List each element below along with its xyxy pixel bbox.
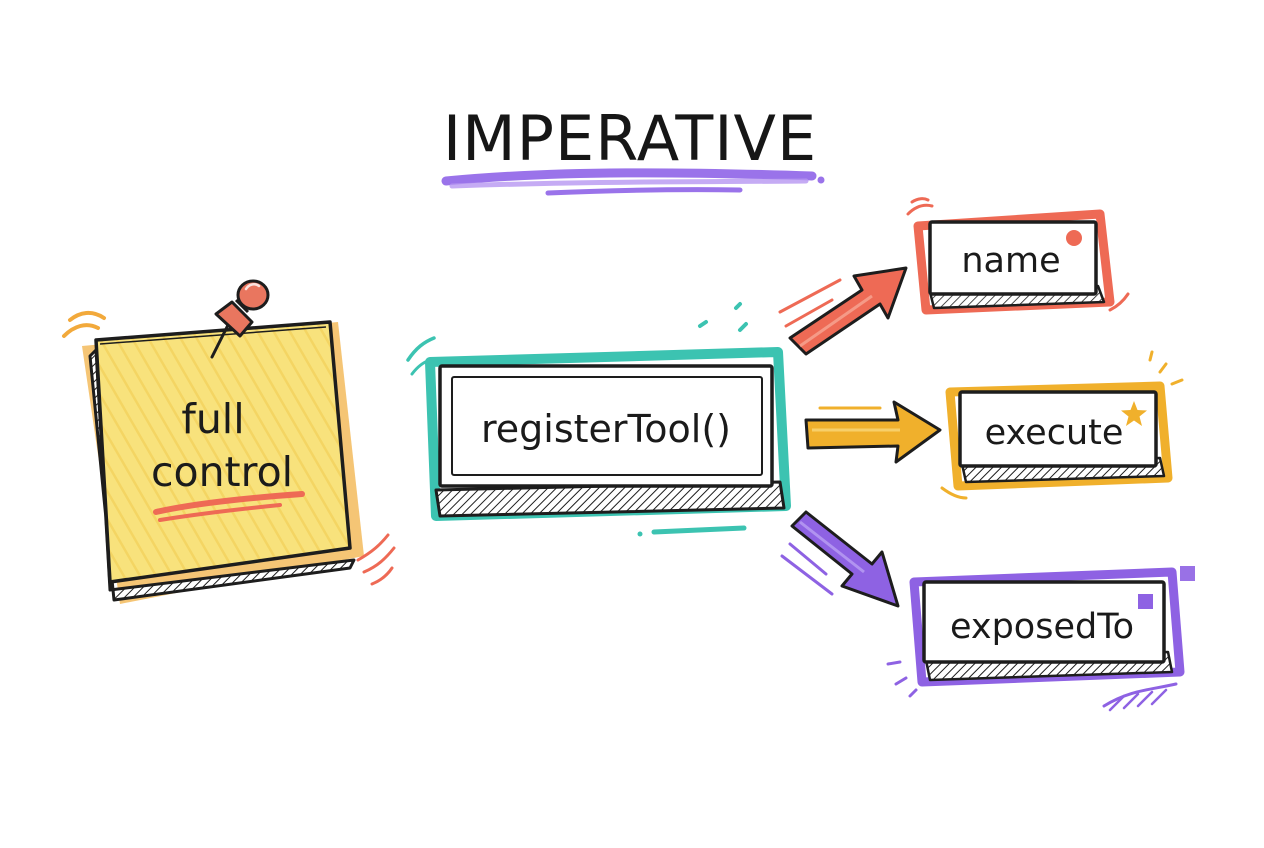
title-group: IMPERATIVE <box>441 102 825 196</box>
output-exposedto-box: exposedTo <box>886 566 1195 712</box>
output-execute-box: execute <box>940 350 1184 500</box>
square-icon <box>1138 594 1153 609</box>
title: IMPERATIVE <box>443 102 817 175</box>
sticky-note: full control <box>62 279 396 604</box>
arrow-to-exposedto <box>780 510 900 608</box>
title-underline <box>441 168 825 196</box>
sticky-note-underline <box>153 491 305 522</box>
function-label: registerTool() <box>481 407 731 451</box>
output-label-name: name <box>961 241 1060 281</box>
sticky-note-line2: control <box>151 448 293 496</box>
function-box: registerTool() <box>406 302 791 537</box>
sticky-note-line1: full <box>181 395 244 443</box>
star-icon <box>1121 401 1147 426</box>
arrow-to-name <box>778 266 908 356</box>
arrow-to-execute <box>804 400 942 464</box>
output-name-box: name <box>906 197 1130 315</box>
pushpin-icon <box>210 279 270 359</box>
dot-icon <box>1066 230 1082 246</box>
output-label-execute: execute <box>985 413 1124 453</box>
output-label-exposedto: exposedTo <box>950 607 1134 647</box>
